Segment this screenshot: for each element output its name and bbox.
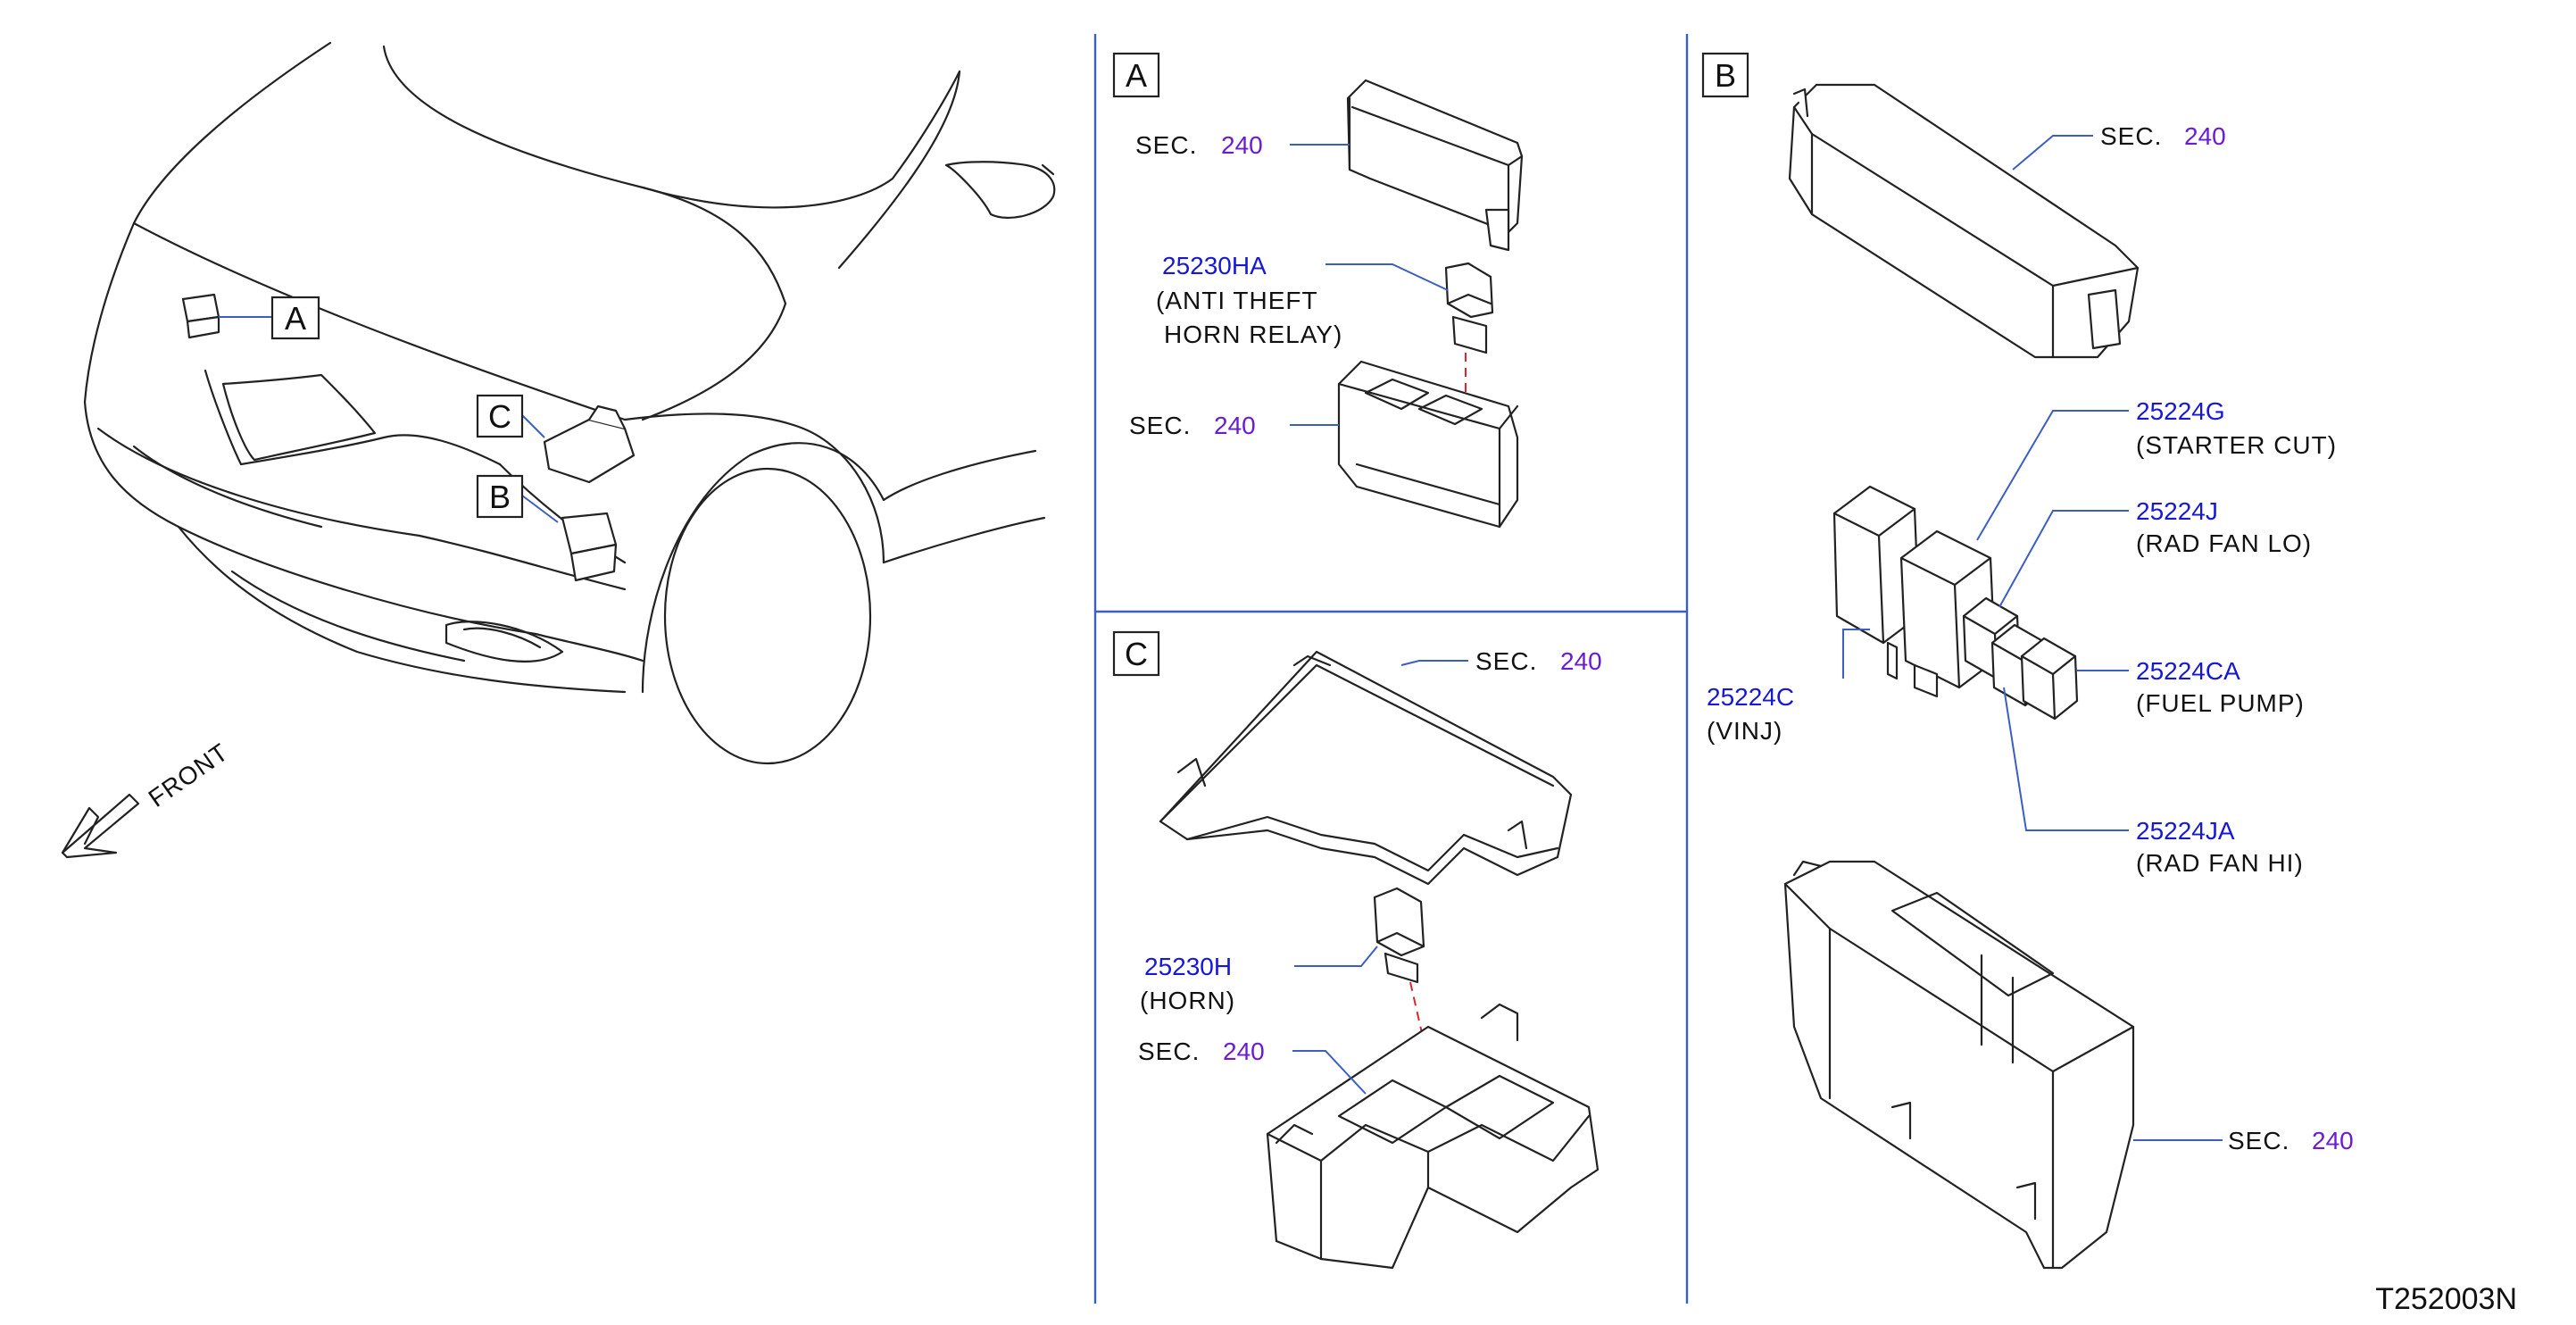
fuse-box-base-c[interactable] <box>1266 1003 1600 1270</box>
svg-text:(HORN): (HORN) <box>1140 987 1235 1014</box>
svg-text:HORN RELAY): HORN RELAY) <box>1164 321 1342 348</box>
svg-text:(ANTI THEFT: (ANTI THEFT <box>1156 287 1318 314</box>
svg-text:25224CA: 25224CA <box>2136 657 2240 685</box>
fuse-box-cover-c[interactable] <box>1159 650 1573 886</box>
relay-box-cover-a[interactable] <box>1346 79 1524 252</box>
svg-text:SEC.: SEC. <box>1138 1038 1200 1065</box>
relay-25230h[interactable] <box>1373 887 1425 984</box>
svg-text:SEC.: SEC. <box>2228 1127 2289 1154</box>
fuse-box-cover-b[interactable] <box>1788 83 2140 359</box>
front-label: FRONT <box>144 738 234 812</box>
svg-text:SEC.: SEC. <box>1135 131 1197 159</box>
svg-text:240: 240 <box>2184 122 2226 150</box>
svg-text:25230HA: 25230HA <box>1162 252 1267 279</box>
svg-text:25224J: 25224J <box>2136 497 2218 525</box>
vehicle-relay-a <box>181 293 220 339</box>
vehicle-fuse-box-b <box>561 512 618 582</box>
svg-text:25224JA: 25224JA <box>2136 817 2235 845</box>
callout-b[interactable]: B <box>476 474 524 519</box>
svg-text:240: 240 <box>2312 1127 2354 1154</box>
vehicle-illustration <box>83 41 1056 765</box>
svg-text:240: 240 <box>1223 1038 1265 1065</box>
callout-a[interactable]: A <box>270 296 320 340</box>
callout-c[interactable]: C <box>476 394 524 438</box>
panel-b: B SEC. 240 <box>1701 52 2354 1270</box>
svg-text:(STARTER CUT): (STARTER CUT) <box>2136 431 2337 459</box>
panel-frames <box>1093 34 1689 1304</box>
svg-text:SEC.: SEC. <box>1475 647 1537 675</box>
panel-c-letter-box <box>1112 630 1160 677</box>
relay-cluster-b[interactable] <box>1832 485 2079 721</box>
relay-25230ha[interactable] <box>1444 262 1494 354</box>
svg-text:A: A <box>285 300 306 337</box>
panel-a-letter-box <box>1112 52 1160 98</box>
svg-text:25230H: 25230H <box>1144 953 1232 980</box>
panel-c: C SEC. 240 25230H (HORN) <box>1112 630 1602 1270</box>
svg-text:C: C <box>488 398 511 435</box>
svg-text:C: C <box>1125 636 1148 672</box>
fuse-box-base-b[interactable] <box>1783 860 2135 1270</box>
vehicle-fuse-box-c <box>543 404 636 484</box>
svg-text:240: 240 <box>1221 131 1263 159</box>
svg-text:25224C: 25224C <box>1707 683 1794 711</box>
svg-text:A: A <box>1126 57 1147 94</box>
svg-text:(RAD FAN LO): (RAD FAN LO) <box>2136 529 2312 557</box>
svg-text:(VINJ): (VINJ) <box>1707 717 1782 745</box>
svg-text:(FUEL PUMP): (FUEL PUMP) <box>2136 689 2305 717</box>
svg-text:B: B <box>1715 57 1736 94</box>
svg-text:SEC.: SEC. <box>1129 412 1191 439</box>
diagram-code: T252003N <box>2375 1282 2517 1316</box>
svg-text:240: 240 <box>1214 412 1256 439</box>
svg-text:B: B <box>489 479 511 515</box>
front-direction-arrow: FRONT <box>61 738 234 859</box>
panel-a: A SEC. 240 25230HA (ANTI THEFT HORN RELA… <box>1112 52 1524 529</box>
panel-b-letter-box <box>1701 52 1749 98</box>
svg-text:25224G: 25224G <box>2136 397 2225 425</box>
svg-text:240: 240 <box>1560 647 1602 675</box>
svg-text:(RAD FAN HI): (RAD FAN HI) <box>2136 849 2304 877</box>
relay-box-base-a[interactable] <box>1337 360 1519 529</box>
svg-text:SEC.: SEC. <box>2100 122 2162 150</box>
